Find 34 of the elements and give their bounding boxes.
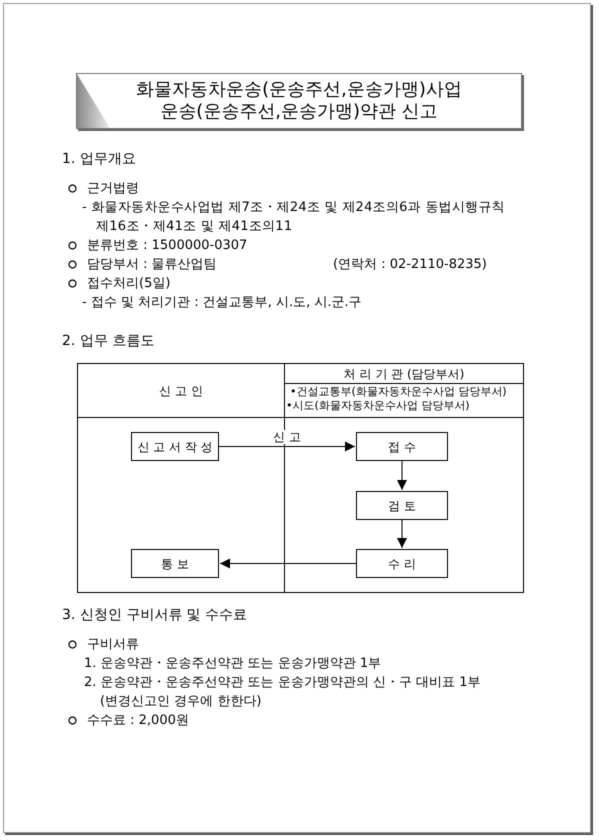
process-box: [131, 549, 219, 578]
list-item: - 화물자동차운수사업법 제7조・제24조 및 제24조의6과 동법시행규칙 제16조・제41조 및 제41조의11: [82, 199, 506, 236]
section-heading: 1. 업무개요: [62, 150, 137, 169]
list-item: 담당부서 : 물류산업팀: [87, 256, 218, 274]
title: 화물자동차운송(운송주선,운송가맹)사업 운송(운송주선,운송가맹)약관 신고: [135, 79, 463, 123]
process-box: [356, 432, 448, 461]
box-label: 신 고 서 작 성: [137, 438, 213, 456]
table-cell-text: •시도(화물자동차운수사업 담당부서): [286, 399, 470, 413]
list-item: 구비서류: [87, 636, 139, 654]
box-label: 검 토: [388, 498, 416, 514]
list-item: 수수료 : 2,000원: [87, 712, 189, 730]
list-item: 1. 운송약관・운송주선약관 또는 운송가맹약관 1부: [84, 655, 382, 673]
process-box: [356, 491, 448, 520]
column-header: 신 고 인: [159, 382, 203, 400]
contact-text: (연락처 : 02-2110-8235): [333, 256, 487, 274]
table-cell-text: •건설교통부(화물자동차운수사업 담당부서): [289, 385, 507, 399]
process-box: [356, 549, 448, 578]
list-item: 2. 운송약관・운송주선약관 또는 운송가맹약관의 신・구 대비표 1부(변경신고인 경우에 한한다): [84, 674, 482, 711]
edge-label: 신 고: [272, 430, 302, 444]
arrow: [397, 460, 407, 490]
list-item: - 접수 및 처리기관 : 건설교통부, 시.도, 시.군.구: [82, 294, 362, 312]
box-label: 접 수: [388, 438, 416, 456]
section-heading: 2. 업무 흐름도: [62, 332, 154, 351]
process-box: [131, 432, 219, 461]
list-item: 접수처리(5일): [87, 275, 170, 293]
arrow: [397, 520, 407, 548]
list-item: 근거법령: [87, 180, 139, 198]
arrow: [220, 558, 356, 568]
box-label: 통 보: [161, 556, 189, 572]
section-heading: 3. 신청인 구비서류 및 수수료: [62, 606, 248, 625]
arrow: [218, 442, 356, 452]
box-label: 수 리: [388, 556, 416, 572]
column-header: 처 리 기 관 (담당부서): [344, 366, 464, 382]
list-item: 분류번호 : 1500000-0307: [87, 237, 248, 255]
